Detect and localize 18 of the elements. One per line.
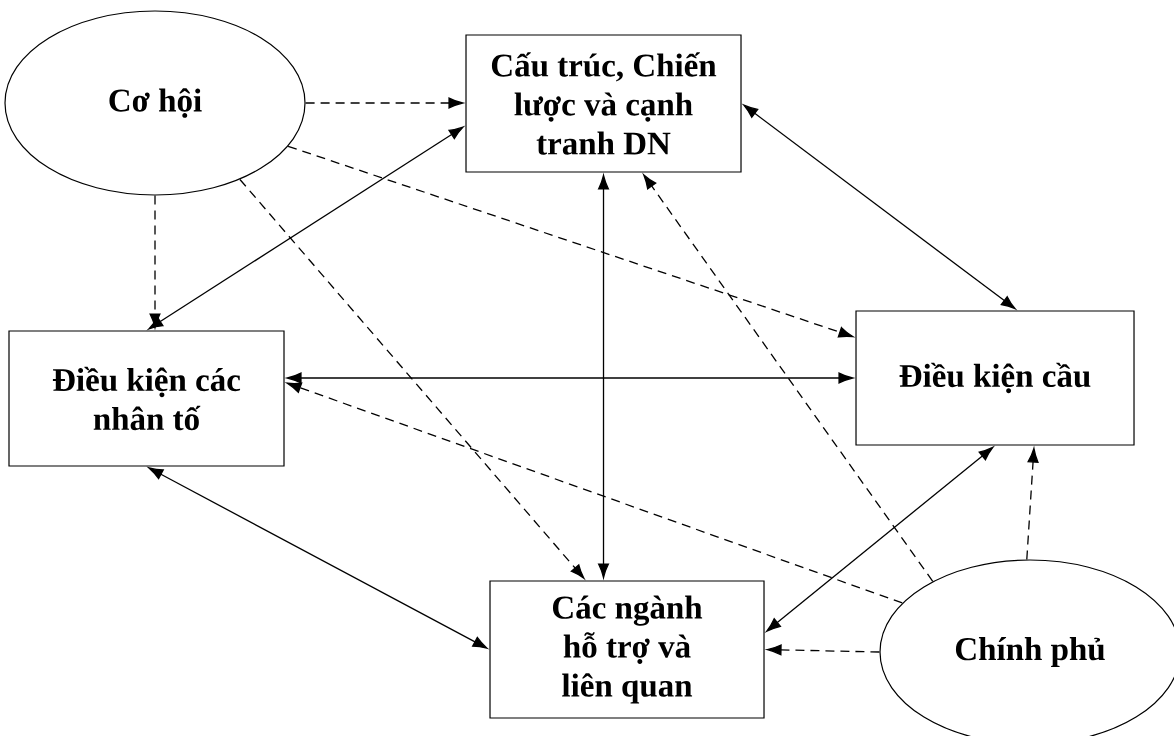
double-arrow (148, 126, 464, 330)
dashed-arrow (239, 178, 585, 579)
dashed-arrow (286, 382, 903, 604)
dashed-arrow (643, 174, 934, 582)
dashed-arrow (304, 97, 464, 109)
double-arrow (597, 174, 610, 579)
dashed-arrow (287, 145, 854, 338)
dashed-arrow (1026, 447, 1039, 561)
double-arrow (766, 446, 994, 632)
ellipse-node: Cơ hội (4, 10, 306, 196)
process-box: Điều kiện cầu (855, 310, 1135, 446)
double-arrow (148, 467, 488, 649)
process-box: Các ngành hỗ trợ và liên quan (489, 580, 765, 719)
double-arrow (743, 104, 1016, 310)
double-arrow (286, 372, 854, 384)
process-box: Cấu trúc, Chiến lược và cạnh tranh DN (465, 34, 742, 173)
dashed-arrow (766, 644, 881, 656)
process-box: Điều kiện các nhân tố (8, 330, 285, 467)
